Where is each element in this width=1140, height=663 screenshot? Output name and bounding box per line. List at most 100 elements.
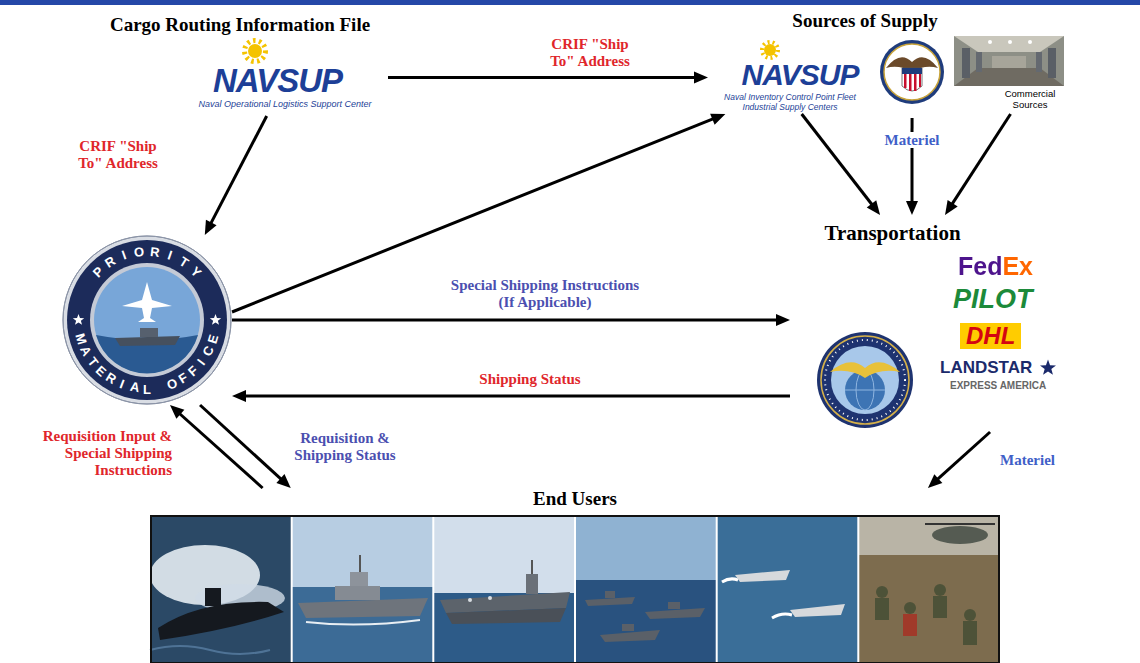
flow-arrow bbox=[388, 72, 708, 84]
photo-strip bbox=[645, 608, 705, 619]
agency-seal bbox=[884, 44, 940, 100]
carrier-logo: FedEx bbox=[958, 253, 1033, 281]
photo-strip bbox=[717, 515, 859, 663]
photo-strip bbox=[876, 586, 888, 598]
seal-outline bbox=[62, 235, 232, 405]
agency-seal bbox=[904, 74, 907, 88]
photo-strip bbox=[600, 630, 660, 642]
supply-group: Sources of SupplyNAVSUPNaval Inventory C… bbox=[700, 8, 1080, 118]
arrow-head bbox=[232, 390, 246, 402]
photo-strip bbox=[858, 515, 1000, 555]
agency-seal bbox=[914, 74, 917, 91]
transport-group: TransportationFedExPILOTDHLLANDSTAREXPRE… bbox=[790, 215, 1075, 432]
routing-file-box: Cargo Routing Information FileNAVSUPNava… bbox=[95, 12, 388, 116]
flow-line bbox=[200, 405, 282, 480]
photo-strip bbox=[150, 515, 1000, 663]
flow-label: Requisition & Shipping Status bbox=[290, 430, 400, 464]
flow-line bbox=[232, 319, 778, 322]
warehouse-photo bbox=[988, 40, 992, 44]
logo-wordmark: NAVSUP bbox=[213, 64, 373, 97]
photo-strip bbox=[875, 598, 889, 620]
photo-strip bbox=[306, 620, 420, 625]
logo-subtitle: Naval Inventory Control Point Fleet Indu… bbox=[720, 92, 860, 112]
photo-strip bbox=[531, 560, 533, 574]
agency-seal bbox=[902, 68, 922, 91]
logo-wordmark: NAVSUP bbox=[728, 60, 872, 90]
arrow-head bbox=[276, 474, 290, 488]
sunburst-logo bbox=[248, 44, 262, 58]
photo-strip bbox=[963, 621, 977, 645]
warehouse-photo bbox=[1048, 48, 1056, 78]
arrow-head bbox=[710, 114, 725, 125]
photo-box: Commercial Sources bbox=[952, 34, 1067, 114]
flow-line bbox=[802, 114, 873, 206]
carrier-logo: PILOT bbox=[953, 285, 1033, 315]
section-heading: Sources of Supply bbox=[700, 10, 1030, 32]
warehouse-photo bbox=[992, 56, 1026, 68]
photo-strip bbox=[933, 596, 947, 618]
photo-strip bbox=[150, 515, 292, 663]
arrow-head bbox=[945, 200, 958, 215]
photo-strip bbox=[722, 579, 738, 582]
sunburst-logo bbox=[762, 42, 778, 58]
photo-strip bbox=[433, 515, 575, 593]
warehouse-photo bbox=[1036, 52, 1042, 72]
flow-label: Materiel bbox=[876, 132, 948, 149]
arrow-head bbox=[694, 72, 708, 84]
warehouse-photo bbox=[1028, 40, 1032, 44]
sunburst-logo bbox=[245, 41, 266, 62]
office-emblem bbox=[115, 336, 180, 346]
photo-strip bbox=[526, 574, 538, 594]
office-emblem bbox=[63, 236, 231, 404]
agency-seal bbox=[909, 74, 912, 91]
warehouse-photo bbox=[954, 68, 1064, 86]
office-seal: PRIORITYMATERIAL OFFICE bbox=[62, 235, 232, 405]
command-seal bbox=[831, 346, 899, 414]
office-emblem bbox=[96, 335, 198, 374]
arrow-head bbox=[906, 201, 918, 215]
section-heading: End Users bbox=[150, 488, 1000, 510]
office-emblem bbox=[67, 240, 227, 400]
flow-label: CRIF "Ship To" Address bbox=[550, 36, 630, 70]
seal-text: PRIORITY bbox=[62, 235, 232, 405]
office-emblem bbox=[63, 236, 231, 404]
flow-line bbox=[952, 114, 1011, 205]
photo-strip bbox=[205, 588, 221, 606]
seal-outline bbox=[63, 236, 231, 404]
photo-strip bbox=[150, 646, 270, 654]
flow-arrow bbox=[170, 405, 263, 488]
photo-strip bbox=[574, 515, 576, 663]
flow-line bbox=[210, 116, 266, 224]
agency-seal bbox=[919, 74, 921, 87]
photo-strip bbox=[298, 598, 428, 618]
seal-text: MATERIAL OFFICE bbox=[62, 235, 232, 405]
carrier-star bbox=[1040, 360, 1056, 375]
flow-arrow bbox=[232, 114, 725, 312]
carrier-logo: LANDSTAR bbox=[940, 359, 1032, 378]
photo-strip bbox=[903, 614, 917, 636]
logo-subtitle: Naval Operational Logistics Support Cent… bbox=[190, 99, 380, 109]
flow-line bbox=[388, 76, 696, 79]
photo-strip bbox=[716, 515, 718, 663]
command-seal bbox=[821, 336, 909, 424]
photo-strip bbox=[790, 604, 845, 617]
photo-caption: Commercial Sources bbox=[996, 88, 1064, 110]
arrow-head bbox=[776, 314, 790, 326]
photo-strip bbox=[857, 515, 859, 663]
arrow-head bbox=[867, 200, 880, 215]
photo-strip bbox=[934, 584, 946, 596]
flow-line bbox=[937, 432, 990, 480]
flow-line bbox=[232, 118, 714, 312]
photo-strip bbox=[575, 580, 717, 663]
arrow-head bbox=[205, 220, 217, 235]
photo-strip bbox=[605, 591, 615, 598]
photo-strip bbox=[433, 593, 575, 663]
photo-strip bbox=[446, 608, 566, 624]
photo-strip bbox=[932, 526, 988, 544]
logo-box: NAVSUPNaval Inventory Control Point Flee… bbox=[708, 48, 875, 114]
office-emblem bbox=[94, 267, 200, 373]
photo-strip bbox=[292, 515, 434, 587]
photo-strip bbox=[964, 609, 976, 621]
